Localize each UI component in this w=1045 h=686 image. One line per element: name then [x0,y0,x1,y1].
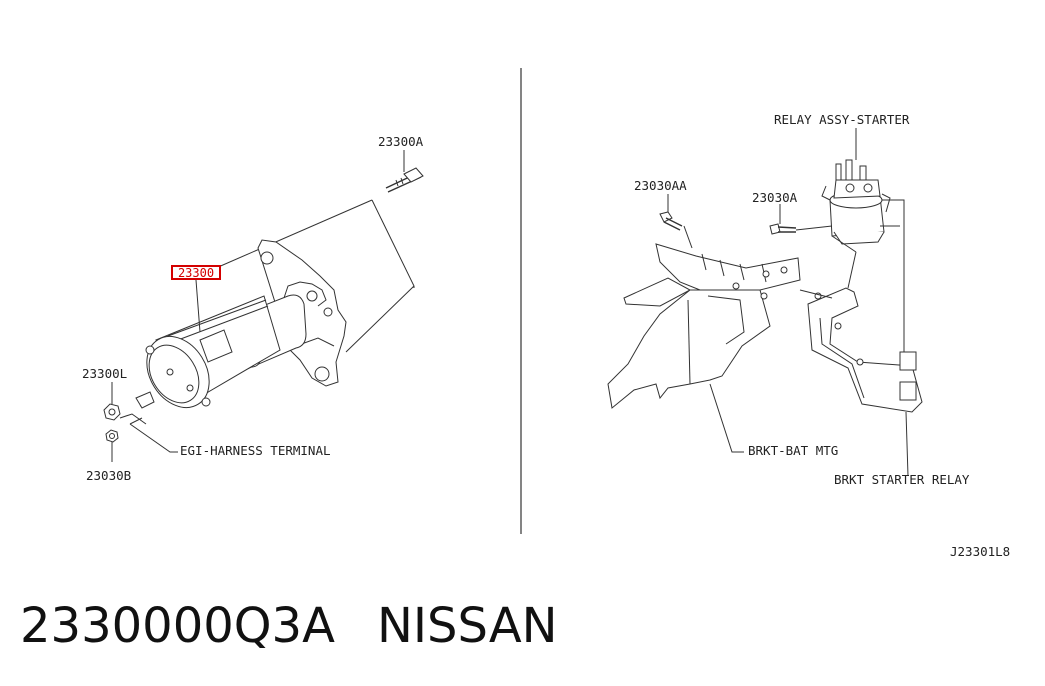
bolt-23030a-icon [769,223,797,235]
highlight-tag-label[interactable]: 23300 [178,266,214,280]
nut-23030b-icon [105,429,119,443]
brand-name: NISSAN [376,598,558,654]
relay-assy-icon [821,159,891,245]
label-23300l: 23300L [82,366,127,381]
label-brkt-starter-relay: BRKT STARTER RELAY [834,472,970,487]
footer-part-number-line: 2330000Q3A NISSAN [20,598,558,654]
part-number: 2330000Q3A [20,598,335,654]
label-23030b: 23030B [86,468,131,483]
label-23030aa: 23030AA [634,178,687,193]
bolt-23030aa-icon [659,211,683,231]
label-23030a: 23030A [752,190,798,205]
relay-bracket-illustration [607,128,923,413]
label-relay-assy-starter: RELAY ASSY-STARTER [774,112,910,127]
bolt-23300a-icon [385,167,424,193]
nut-23300l-icon [103,403,121,421]
label-23300a: 23300A [378,134,424,149]
label-brkt-bat-mtg: BRKT-BAT MTG [748,443,838,458]
diagram-code: J23301L8 [950,544,1010,559]
starter-motor-illustration [135,167,424,409]
highlight-tag[interactable]: 23300 [171,265,221,280]
label-egi-harness-terminal: EGI-HARNESS TERMINAL [180,443,331,458]
